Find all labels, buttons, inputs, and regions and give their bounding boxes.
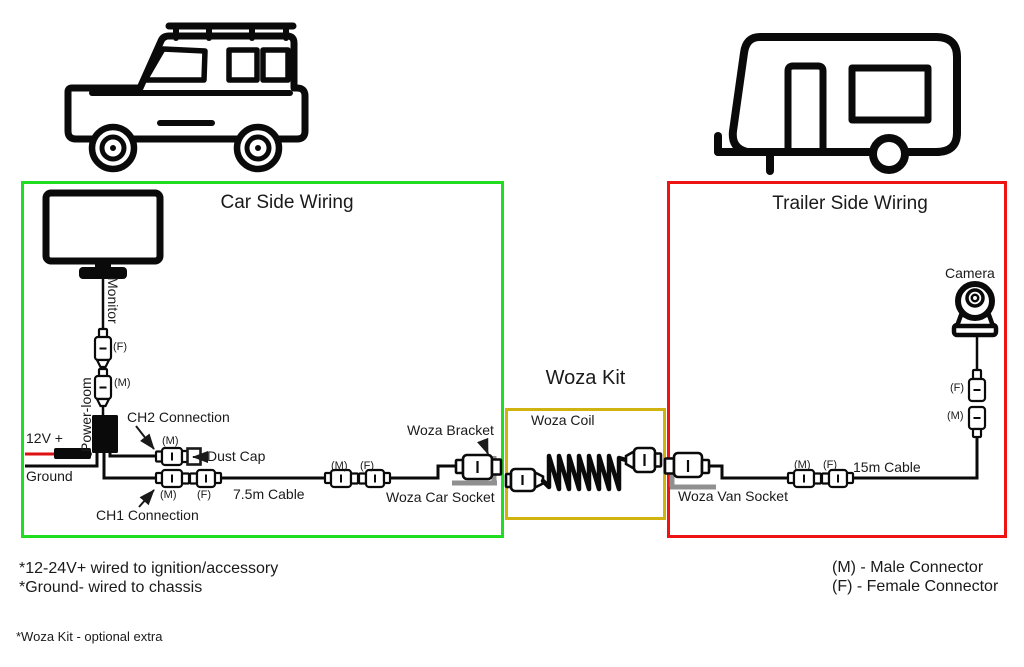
camera-f-label: (F) — [950, 382, 965, 394]
ch2-connection-label: CH2 Connection — [127, 409, 230, 425]
ch1-connector-pair — [154, 468, 223, 489]
trailer-m-label: (M) — [794, 459, 811, 471]
ground-label: Ground — [26, 468, 73, 484]
cable-7-5m-label: 7.5m Cable — [233, 486, 305, 502]
woza-coil-label: Woza Coil — [531, 412, 595, 428]
legend-male: (M) - Male Connector — [832, 559, 984, 576]
power-loom-label: Power-loom — [78, 377, 94, 452]
annotation-arrows — [135, 425, 489, 508]
cable-15m — [853, 437, 979, 480]
ch2-arrow — [135, 425, 155, 450]
trailer-wheel — [869, 134, 909, 174]
dust-cap-label: Dust Cap — [207, 448, 266, 464]
note-ground: *Ground- wired to chassis — [19, 579, 203, 596]
ground-wire — [25, 453, 99, 468]
ch1-connection-label: CH1 Connection — [96, 507, 199, 523]
cable-15m-label: 15m Cable — [853, 459, 921, 475]
monitor-f-label: (F) — [113, 341, 128, 353]
ch2-wire — [108, 452, 156, 458]
trailer-connector-pair — [786, 468, 855, 489]
trailer-side-box — [667, 181, 1007, 538]
ch1-arrow — [138, 489, 155, 508]
ch1-f-label: (F) — [197, 489, 212, 501]
car-box-title: Car Side Wiring — [220, 192, 354, 213]
trailer-icon — [714, 33, 961, 175]
car-front-wheel — [88, 123, 138, 173]
ch1-wire — [102, 452, 156, 480]
camera-icon — [951, 281, 999, 338]
mid-f-label: (F) — [360, 460, 375, 472]
camera-m-label: (M) — [947, 410, 964, 422]
legend-female: (F) - Female Connector — [832, 578, 999, 595]
woza-car-socket — [454, 453, 503, 481]
trailer-f-label: (F) — [823, 459, 838, 471]
woza-van-socket — [663, 451, 711, 479]
woza-bracket-arrow — [477, 437, 489, 455]
woza-bracket-label: Woza Bracket — [407, 422, 494, 438]
monitor-icon — [42, 189, 164, 279]
12v-label: 12V + — [26, 430, 63, 446]
woza-car-socket-label: Woza Car Socket — [386, 489, 495, 505]
ch2-connector — [154, 446, 191, 467]
mid-connector-pair — [323, 468, 392, 489]
cable-to-car-socket — [390, 464, 456, 480]
camera-m-connector — [967, 405, 987, 439]
car-side-box — [21, 181, 504, 538]
mid-m-label: (M) — [331, 460, 348, 472]
van-socket-cable — [709, 464, 788, 480]
note-power: *12-24V+ wired to ignition/accessory — [19, 560, 279, 577]
trailer-box-title: Trailer Side Wiring — [772, 193, 928, 214]
power-loom-block — [92, 415, 118, 453]
ch1-m-label: (M) — [160, 489, 177, 501]
car-rear-wheel — [233, 123, 283, 173]
car-icon — [64, 22, 309, 173]
note-optional: *Woza Kit - optional extra — [16, 629, 163, 644]
camera-f-connector — [967, 368, 987, 403]
ch2-m-label: (M) — [162, 435, 179, 447]
monitor-label: Monitor — [105, 277, 121, 324]
monitor-m-label: (M) — [114, 377, 131, 389]
woza-kit-title: Woza Kit — [545, 367, 626, 389]
monitor-f-connector — [93, 327, 113, 369]
camera-label: Camera — [945, 265, 995, 281]
monitor-m-connector — [93, 367, 113, 416]
woza-coil — [504, 446, 663, 493]
fuse-block — [54, 448, 91, 459]
woza-van-socket-label: Woza Van Socket — [678, 488, 788, 504]
